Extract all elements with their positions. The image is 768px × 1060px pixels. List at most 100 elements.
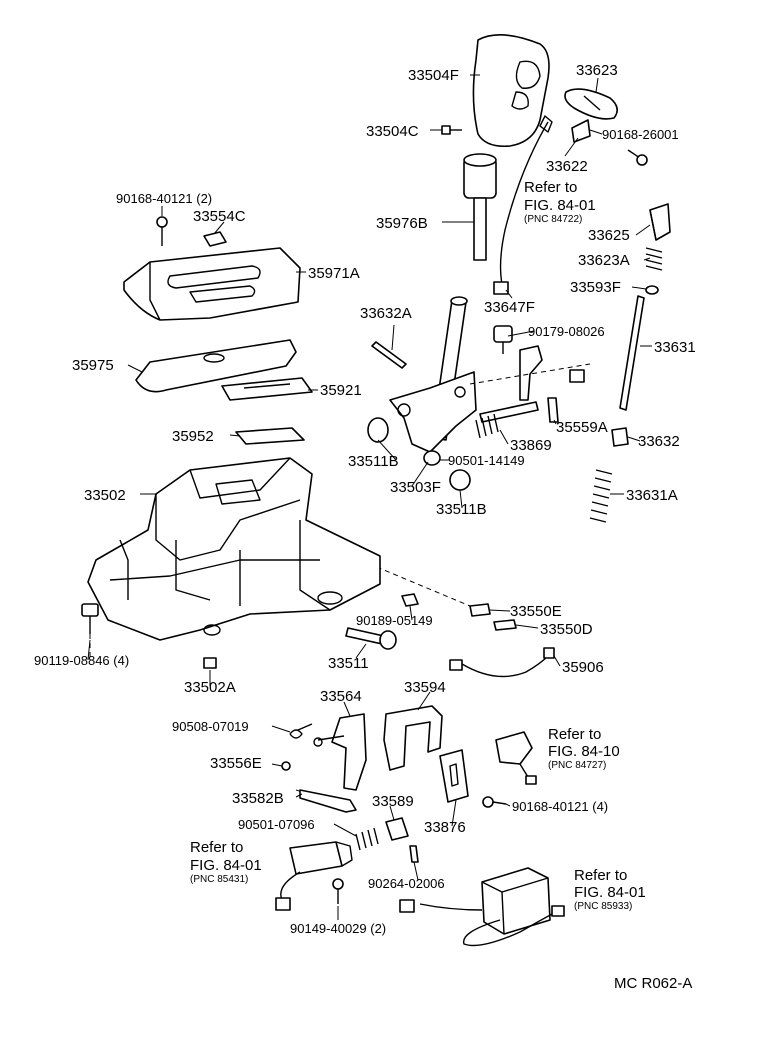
label-90501-07096: 90501-07096 [238, 817, 315, 832]
label-33582B: 33582B [232, 790, 284, 807]
detent-bracket [519, 345, 543, 401]
bushing-33511B-right [449, 469, 471, 491]
label-33647F: 33647F [484, 299, 535, 316]
label-33511B-b: 33511B [436, 501, 487, 518]
ref-85431-refer: Refer to [190, 839, 243, 856]
clip-90189-05149 [401, 593, 419, 607]
bushing-33503F [423, 450, 441, 466]
rod-33631 [619, 295, 645, 411]
alignment-line-1 [469, 363, 591, 385]
label-90508-07019: 90508-07019 [172, 719, 249, 734]
washer-33556E [281, 761, 291, 771]
screw-90149-40029 [332, 878, 344, 904]
label-90189-05149: 90189-05149 [356, 613, 433, 628]
ref-85933-refer: Refer to [574, 867, 627, 884]
bolt-90179-08026 [493, 325, 513, 354]
clip-33593F [645, 285, 659, 295]
console-cover-35971A [123, 247, 301, 321]
label-33631A: 33631A [626, 487, 678, 504]
pivot-pin-33511 [345, 627, 397, 650]
pin-33632A [371, 341, 407, 369]
label-33564: 33564 [320, 688, 362, 705]
clip-33589 [385, 817, 409, 841]
lever-sleeve [463, 153, 497, 261]
ref-84722-refer: Refer to [524, 179, 577, 196]
leader-lines [87, 74, 652, 920]
spring-90501-14149 [475, 413, 499, 439]
label-33511B-a: 33511B [348, 453, 399, 470]
bushing-33502A [203, 657, 217, 669]
label-33594: 33594 [404, 679, 446, 696]
knob-button-clip [571, 119, 591, 143]
label-90168-40121-2: 90168-40121 (2) [116, 191, 212, 206]
screw-33504C [441, 125, 462, 135]
label-33511: 33511 [328, 655, 369, 672]
label-35952: 35952 [172, 428, 214, 445]
label-35921: 35921 [320, 382, 362, 399]
label-33869: 33869 [510, 437, 552, 454]
spring-33631A [589, 469, 613, 523]
control-unit-85933 [399, 867, 565, 947]
label-33504F: 33504F [408, 67, 459, 84]
spring-90501-07096 [355, 827, 379, 851]
pin-90264-02006 [409, 845, 419, 863]
ref-84727-refer: Refer to [548, 726, 601, 743]
label-90179-08026: 90179-08026 [528, 324, 605, 339]
shift-lever-base-33502 [87, 457, 381, 641]
label-90119-08846-4: 90119-08846 (4) [34, 653, 129, 668]
nut-33554C [203, 231, 227, 247]
ref-85933-pnc: (PNC 85933) [574, 901, 632, 912]
label-33876: 33876 [424, 819, 466, 836]
indicator-35921 [221, 377, 313, 401]
label-35559A: 35559A [556, 419, 608, 436]
spring-90508-07019 [289, 723, 313, 739]
label-33550E: 33550E [510, 603, 562, 620]
link-33582B [299, 789, 357, 813]
shift-knob [472, 34, 553, 148]
label-90168-40121-4: 90168-40121 (4) [512, 799, 608, 814]
label-33550D: 33550D [540, 621, 593, 638]
label-90168-26001: 90168-26001 [602, 127, 679, 142]
plate-35975 [135, 339, 297, 393]
label-33631: 33631 [654, 339, 696, 356]
screw-90168-40121-4 [482, 796, 507, 808]
label-33556E: 33556E [210, 755, 262, 772]
label-90501-14149: 90501-14149 [448, 453, 525, 468]
slide-35952 [235, 427, 305, 445]
label-33589: 33589 [372, 793, 414, 810]
solenoid-bracket-33564 [313, 713, 367, 791]
label-90264-02006: 90264-02006 [368, 876, 445, 891]
label-35971A: 35971A [308, 265, 360, 282]
harness-35906 [449, 647, 555, 678]
sensor-fig-84-10 [495, 731, 537, 785]
nut-bracket [569, 369, 585, 383]
label-33554C: 33554C [193, 208, 246, 225]
knob-button [564, 88, 618, 120]
bushing-33511B-left [367, 417, 389, 443]
label-33623: 33623 [576, 62, 618, 79]
switch-33876 [439, 749, 469, 803]
ref-84727-fig: FIG. 84-10 [548, 743, 620, 760]
screw-90168-40121 [156, 216, 168, 246]
label-33623A: 33623A [578, 252, 630, 269]
screw-90168-26001 [627, 149, 648, 166]
ref-84722-pnc: (PNC 84722) [524, 214, 582, 225]
knob-switch-wire [499, 121, 549, 285]
ref-85431-pnc: (PNC 85431) [190, 874, 248, 885]
label-33632: 33632 [638, 433, 680, 450]
rod-end-33632 [611, 427, 629, 447]
ref-84727-pnc: (PNC 84727) [548, 760, 606, 771]
diagram-code: MC R062-A [614, 975, 692, 992]
ref-85933-fig: FIG. 84-01 [574, 884, 646, 901]
label-33502: 33502 [84, 487, 126, 504]
label-35906: 35906 [562, 659, 604, 676]
label-33504C: 33504C [366, 123, 419, 140]
label-33593F: 33593F [570, 279, 621, 296]
solenoid-fig-84-01-85431 [275, 841, 353, 911]
label-35976B: 35976B [376, 215, 428, 232]
spring-33623A [645, 247, 663, 271]
label-33625: 33625 [588, 227, 630, 244]
label-33502A: 33502A [184, 679, 236, 696]
ref-84722-fig: FIG. 84-01 [524, 197, 596, 214]
